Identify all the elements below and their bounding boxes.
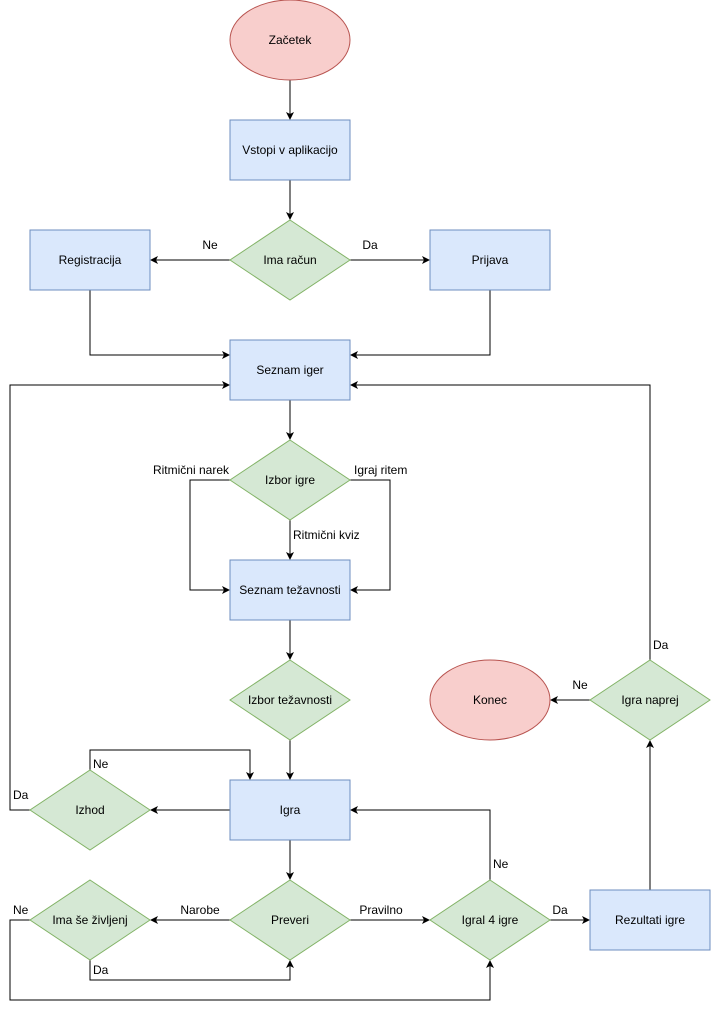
ima-se-zivljenj-diamond <box>29 879 151 961</box>
izbor-igre-label: Izbor igre <box>265 473 315 487</box>
edge-label-naprej-da: Da <box>653 638 669 652</box>
edge-izhod-ne-to-igra <box>89 749 254 780</box>
start-label: Začetek <box>269 33 313 47</box>
edge-ima-se-zivljenj-ne-to-igral-4-igre <box>9 919 494 1001</box>
edge-label-ritmicni-kviz: Ritmični kviz <box>293 528 360 542</box>
seznam-tezavnosti-label: Seznam težavnosti <box>239 583 340 597</box>
igra-label: Igra <box>280 803 301 817</box>
edge-label-ritmicni-narek: Ritmični narek <box>153 463 230 477</box>
edge-izbor-igre-narek-to-seznam-tezavnosti <box>189 479 230 594</box>
registracija-label: Registracija <box>59 253 122 267</box>
izbor-igre-diamond <box>229 439 351 521</box>
vstopi-box <box>229 119 351 181</box>
edge-prijava-to-seznam-iger <box>350 290 491 359</box>
izhod-diamond <box>29 769 151 851</box>
igra-naprej-label: Igra naprej <box>621 693 678 707</box>
ima-racun-label: Ima račun <box>263 253 316 267</box>
preveri-diamond <box>229 879 351 961</box>
igra-naprej-diamond <box>589 659 711 741</box>
edge-izhod-da-to-seznam-iger <box>9 381 230 811</box>
prijava-label: Prijava <box>472 253 509 267</box>
edge-igral-4-igre-ne-to-igra <box>350 806 491 880</box>
preveri-label: Preveri <box>271 913 309 927</box>
igra-box <box>229 779 351 841</box>
edge-label-naprej-ne: Ne <box>572 678 588 692</box>
edge-label-racun-ne: Ne <box>202 238 218 252</box>
edge-label-pravilno: Pravilno <box>359 903 403 917</box>
rezultati-igre-box <box>589 889 711 951</box>
izbor-tezavnosti-label: Izbor težavnosti <box>248 693 332 707</box>
edge-ima-se-zivljenj-da-to-preveri <box>89 960 294 981</box>
edge-label-narobe: Narobe <box>180 903 220 917</box>
ima-se-zivljenj-label: Ima še življenj <box>52 913 127 927</box>
seznam-iger-box <box>229 339 351 401</box>
prijava-box <box>429 229 551 291</box>
end-ellipse <box>429 659 551 741</box>
vstopi-label: Vstopi v aplikacijo <box>242 143 338 157</box>
edge-label-izhod-da: Da <box>13 788 29 802</box>
start-ellipse <box>229 0 351 81</box>
edge-label-igral-ne: Ne <box>493 857 509 871</box>
edge-label-zivljenj-da: Da <box>93 963 109 977</box>
rezultati-igre-label: Rezultati igre <box>615 913 685 927</box>
registracija-box <box>29 229 151 291</box>
edge-igra-naprej-da-to-seznam-iger <box>350 381 651 660</box>
igral-4-igre-label: Igral 4 igre <box>462 913 519 927</box>
ima-racun-diamond <box>229 219 351 301</box>
edge-label-izhod-ne: Ne <box>93 757 109 771</box>
end-label: Konec <box>473 693 507 707</box>
igral-4-igre-diamond <box>429 879 551 961</box>
edge-label-igraj-ritem: Igraj ritem <box>354 463 407 477</box>
izbor-tezavnosti-diamond <box>229 659 351 741</box>
edge-label-igral-da: Da <box>552 903 568 917</box>
edge-registracija-to-seznam-iger <box>89 290 230 359</box>
edge-label-zivljenj-ne: Ne <box>13 903 29 917</box>
edge-izbor-igre-ritem-to-seznam-tezavnosti <box>350 479 391 594</box>
seznam-tezavnosti-box <box>229 559 351 621</box>
seznam-iger-label: Seznam iger <box>256 363 323 377</box>
izhod-label: Izhod <box>75 803 104 817</box>
edge-label-racun-da: Da <box>362 238 378 252</box>
